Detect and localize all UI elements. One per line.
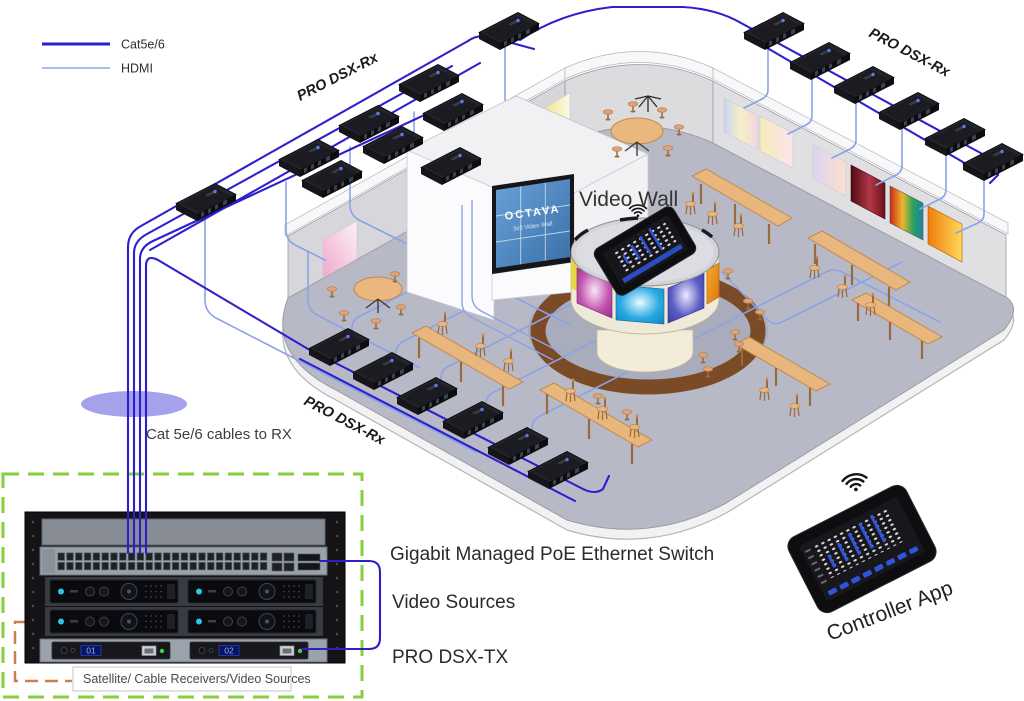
media-player [49,579,179,604]
video-wall-grid [495,182,571,265]
satellite-callout-line [13,620,72,683]
wall-screen-6 [927,205,963,263]
tx-module [189,641,309,660]
sfp-slot [297,553,321,562]
long-tables [410,168,944,464]
sources-boundary [1,472,364,699]
video-wall-screen [496,179,570,268]
media-player [49,609,179,634]
hdmi-cables [204,44,985,453]
rack-rail-screws [31,520,339,650]
pro-dsx-rx-device [743,12,805,51]
round-table [610,95,664,156]
pro-dsx-rx-device [833,66,895,105]
wall-screen-4 [850,164,886,220]
furniture [326,95,944,464]
tx-module [51,641,171,660]
kiosk-controller-tablet [593,206,697,296]
video-wall-caption: 3x3 Video Wall [513,221,553,232]
tx-label: PRO DSX-TX [392,647,508,668]
pro-dsx-rx-device [789,42,851,81]
kiosk-pedestal [596,329,694,373]
video-wall-label: Video Wall [579,188,678,211]
kiosk-screen-cyan [615,284,665,325]
plant [634,95,662,112]
tx-display: 01 [86,646,96,656]
switch-to-tx-cable [300,559,382,651]
tx-panel: 01 02 [39,638,328,663]
legend-cat5-label: Cat5e/6 [121,38,165,52]
pro-dsx-rx-device [478,12,540,51]
wifi-icon [840,471,870,495]
equipment-rack-area: 01 02 Satellite/ Cable Receivers/Video S… [1,472,364,699]
media-player [187,609,317,634]
wall-screen-1 [723,97,759,151]
right-wall-cap [712,67,1009,235]
satellite-label: Satellite/ Cable Receivers/Video Sources [83,672,311,686]
legend: Cat5e/6 HDMI [42,38,165,76]
satellite-label-box: Satellite/ Cable Receivers/Video Sources [72,666,311,692]
ethernet-switch [39,546,328,576]
controller-tablet [787,471,937,614]
switch-label: Gigabit Managed PoE Ethernet Switch [390,544,714,565]
sfp-slot [297,562,321,571]
round-table [353,276,403,313]
wall-screen-5 [889,185,924,241]
wall-screen-pink [322,220,358,279]
center-kiosk [570,204,720,373]
tx-display: 02 [224,646,234,656]
video-sources-label: Video Sources [392,592,515,613]
switch-ports [57,552,269,571]
wall-screen-2 [759,115,794,169]
pro-dsx-rx-device [398,64,460,103]
blank-panel [41,518,326,546]
legend-hdmi-label: HDMI [121,62,153,76]
cat-cables-label: Cat 5e/6 cables to RX [146,426,292,443]
media-player [187,579,317,604]
kiosk-screen-orange [706,262,720,305]
booth-hdmi-conduits [461,200,561,361]
